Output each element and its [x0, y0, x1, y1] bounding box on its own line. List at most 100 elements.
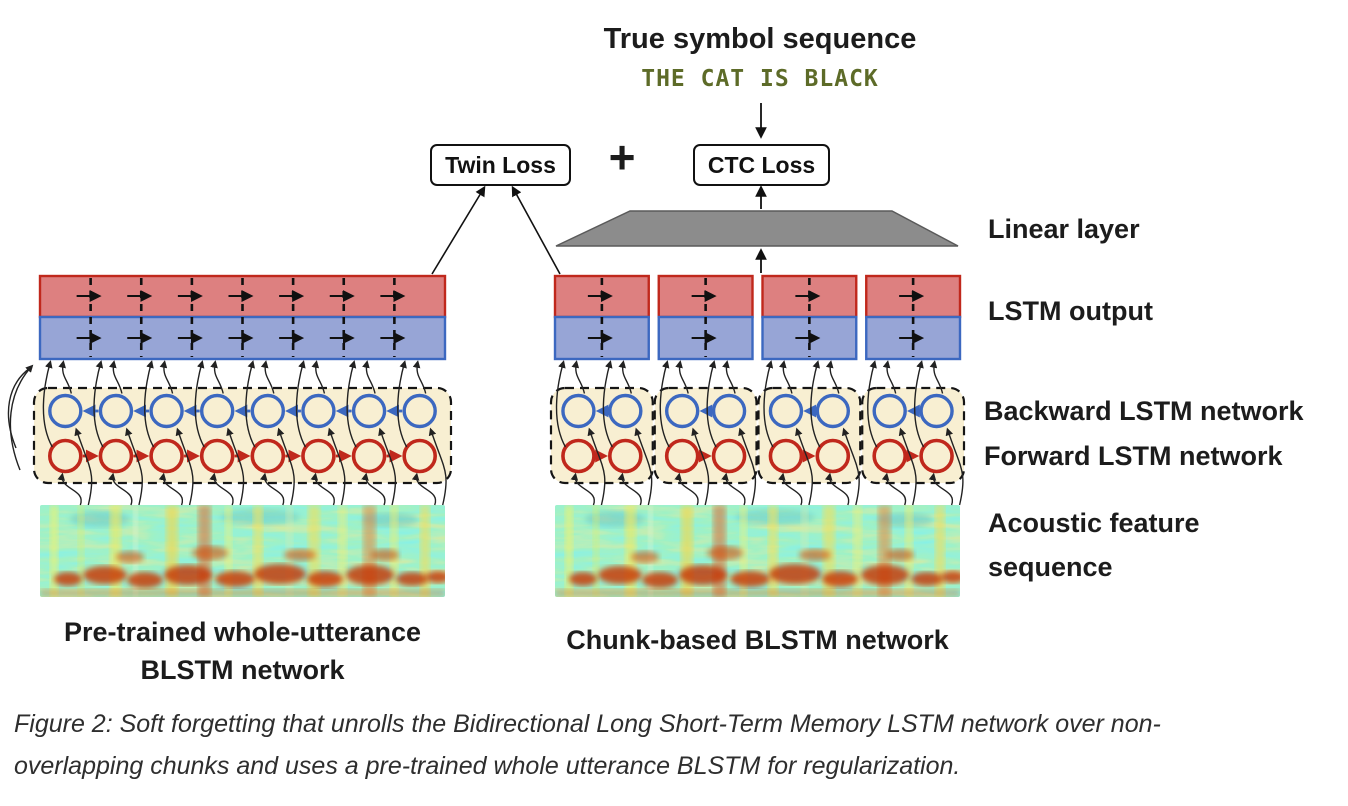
forward-lstm-cell	[872, 438, 907, 474]
connection-curves	[7, 360, 964, 506]
edge-curve	[9, 364, 34, 471]
input-to-backward-curve	[634, 427, 653, 506]
caption-line2: overlapping chunks and uses a pre-traine…	[14, 752, 961, 780]
forward-lstm-cell	[664, 438, 700, 474]
backward-lstm-label: Backward LSTM network	[984, 396, 1304, 426]
backward-to-output-curve	[825, 360, 840, 394]
forward-to-output-curve	[913, 360, 925, 448]
lstm-output-label: LSTM output	[988, 296, 1153, 326]
input-to-backward-curve	[276, 427, 295, 506]
forward-lstm-cell	[608, 438, 643, 474]
forward-to-output-curve	[867, 360, 878, 448]
left-network-label-line1: Pre-trained whole-utterance	[63, 617, 422, 647]
backward-lstm-cell	[98, 393, 134, 429]
forward-to-output-curve	[93, 360, 104, 448]
ctc-loss-box: CTC Loss	[693, 144, 830, 186]
backward-to-output-curve	[210, 360, 224, 394]
edge-curve	[7, 367, 31, 449]
input-to-forward-curve	[259, 472, 285, 506]
input-to-backward-curve	[125, 427, 144, 506]
backward-to-output-curve	[58, 360, 72, 394]
forward-lstm-label: Forward LSTM network	[984, 441, 1283, 471]
backward-to-output-curve	[412, 360, 427, 394]
left-network-label-line2: BLSTM network	[140, 655, 345, 685]
backward-lstm-cell	[301, 393, 336, 429]
forward-to-output-curve	[810, 360, 821, 448]
plus-sign: +	[608, 131, 636, 183]
backward-lstm-cell	[711, 393, 747, 429]
forward-to-output-curve	[245, 360, 256, 448]
input-to-backward-curve	[226, 427, 245, 506]
backward-to-output-curve	[722, 360, 736, 394]
backward-lstm-cell	[919, 393, 954, 429]
input-to-forward-curve	[824, 472, 850, 506]
backward-to-output-curve	[779, 360, 793, 394]
forward-to-output-curve	[706, 360, 717, 448]
forward-to-output-curve	[346, 360, 357, 448]
backward-lstm-cell	[768, 393, 804, 429]
blstm-units	[32, 386, 966, 485]
input-to-backward-curve	[587, 427, 606, 506]
forward-to-output-curve	[763, 360, 774, 448]
forward-to-output-curve	[143, 360, 155, 448]
forward-lstm-cell	[250, 438, 286, 474]
acoustic-feature-label-line1: Acoustic feature	[988, 508, 1200, 538]
input-to-forward-curve	[721, 472, 746, 506]
input-to-forward-curve	[209, 472, 234, 506]
backward-lstm-cell	[149, 393, 184, 429]
right-output-to-twin-arrow	[511, 185, 561, 275]
forward-lstm-cell	[98, 438, 134, 474]
backward-to-output-curve	[882, 360, 897, 394]
spectrogram-right	[555, 505, 965, 597]
input-to-backward-curve	[691, 427, 710, 506]
backward-to-output-curve	[109, 360, 123, 394]
forward-lstm-cell	[149, 438, 184, 474]
input-to-forward-curve	[617, 472, 642, 506]
input-to-forward-curve	[361, 472, 386, 506]
caption-line1: Figure 2: Soft forgetting that unrolls t…	[14, 710, 1161, 738]
forward-lstm-cell	[561, 438, 596, 474]
forward-lstm-cell	[402, 438, 437, 474]
backward-to-output-curve	[260, 360, 275, 394]
input-to-backward-curve	[795, 427, 814, 506]
forward-lstm-cell	[815, 438, 851, 474]
backward-to-output-curve	[311, 360, 326, 394]
forward-lstm-cell	[919, 438, 954, 474]
input-to-backward-curve	[428, 427, 447, 506]
forward-lstm-cell	[199, 438, 235, 474]
input-to-forward-curve	[108, 472, 133, 506]
input-to-backward-curve	[945, 427, 964, 506]
right-network-label: Chunk-based BLSTM network	[566, 625, 949, 655]
input-to-forward-curve	[778, 472, 803, 506]
blstm-diagram	[7, 103, 966, 700]
left-output-to-twin-arrow	[431, 185, 486, 275]
forward-to-output-curve	[397, 360, 408, 448]
forward-lstm-cell	[711, 438, 747, 474]
backward-to-output-curve	[362, 360, 376, 394]
backward-to-output-curve	[618, 360, 632, 394]
input-to-forward-curve	[881, 472, 907, 506]
input-to-backward-curve	[175, 427, 194, 506]
forward-to-output-curve	[659, 360, 670, 448]
linear-layer-label: Linear layer	[988, 214, 1140, 244]
backward-lstm-cell	[351, 393, 387, 429]
backward-lstm-cell	[872, 393, 907, 429]
linear-layer-trapezoid	[555, 210, 959, 247]
forward-to-output-curve	[555, 360, 567, 448]
forward-lstm-cell	[48, 438, 83, 474]
backward-lstm-cell	[402, 393, 437, 429]
input-to-forward-curve	[674, 472, 699, 506]
backward-to-output-curve	[159, 360, 174, 394]
backward-lstm-cell	[250, 393, 286, 429]
backward-lstm-cell	[608, 393, 643, 429]
forward-to-output-curve	[602, 360, 613, 448]
input-to-backward-curve	[841, 427, 860, 506]
input-to-backward-curve	[738, 427, 757, 506]
backward-to-output-curve	[929, 360, 944, 394]
forward-to-output-curve	[194, 360, 205, 448]
twin-loss-box: Twin Loss	[430, 144, 571, 186]
backward-lstm-cell	[48, 393, 83, 429]
backward-lstm-cell	[199, 393, 235, 429]
backward-to-output-curve	[675, 360, 689, 394]
